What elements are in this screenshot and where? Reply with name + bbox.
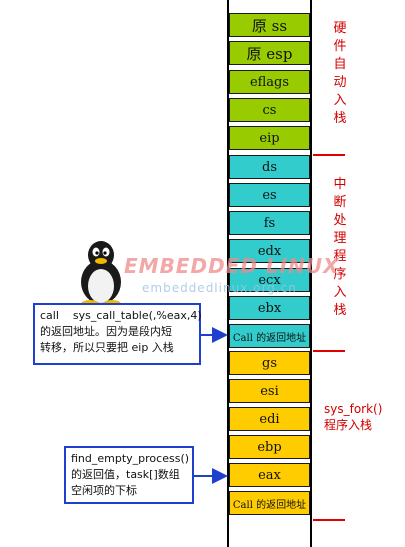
watermark-url: embeddedlinux.org.cn <box>142 281 297 295</box>
stack-cell-label: ecx <box>258 272 281 288</box>
stack-cell-17: Call 的返回地址 <box>229 491 310 515</box>
call-return-address-note: call sys_call_table(,%eax,4) 的返回地址。因为是段内… <box>33 303 202 365</box>
stack-cell-label: gs <box>262 355 277 371</box>
watermark-brand: EMBEDDED LINUX <box>124 254 340 278</box>
stack-cell-label: edi <box>259 411 280 427</box>
stack-cell-6: es <box>229 183 310 207</box>
stack-cell-label: fs <box>263 215 276 231</box>
stack-cell-14: edi <box>229 407 310 431</box>
hardware-section-divider <box>313 154 345 156</box>
stack-cell-12: gs <box>229 351 310 375</box>
stack-cell-label: 原 esp <box>246 44 293 63</box>
stack-cell-3: cs <box>229 98 310 122</box>
stack-cell-label: 原 ss <box>251 16 288 35</box>
interrupt-handler-push-label: 中断处理程序入栈 <box>333 177 347 318</box>
stack-cell-10: ebx <box>229 296 310 320</box>
find-empty-process-note: find_empty_process() 的返回值，task[]数组 空闲项的下… <box>64 446 194 504</box>
stack-cell-4: eip <box>229 126 310 150</box>
stack-cell-label: ebp <box>257 439 282 455</box>
stack-cell-5: ds <box>229 155 310 179</box>
stack-cell-label: cs <box>262 102 277 118</box>
stack-cell-label: Call 的返回地址 <box>232 332 307 344</box>
stack-cell-label: eip <box>259 130 280 146</box>
stack-cell-label: Call 的返回地址 <box>232 499 307 511</box>
interrupt-section-divider <box>313 350 345 352</box>
stack-cell-label: esi <box>260 383 279 399</box>
stack-cell-label: ds <box>262 159 277 175</box>
stack-cell-label: es <box>262 187 277 203</box>
stack-cell-15: ebp <box>229 435 310 459</box>
stack-cell-8: edx <box>229 239 310 263</box>
stack-cell-7: fs <box>229 211 310 235</box>
stack-cell-13: esi <box>229 379 310 403</box>
stack-cell-label: ebx <box>257 300 282 316</box>
stack-cell-1: 原 esp <box>229 41 310 65</box>
stack-cell-16: eax <box>229 463 310 487</box>
hardware-push-label: 硬件自动入栈 <box>333 21 347 126</box>
stack-cell-9: ecx <box>229 268 310 292</box>
sys-fork-push-label: sys_fork() 程序入栈 <box>324 402 383 432</box>
stack-cell-0: 原 ss <box>229 13 310 37</box>
stack-cell-label: eflags <box>249 74 290 90</box>
stack-cell-label: edx <box>257 243 282 259</box>
tux-penguin-logo <box>81 241 121 308</box>
sys-fork-section-divider <box>313 519 345 521</box>
stack-cell-label: eax <box>258 467 281 483</box>
stack-cell-11: Call 的返回地址 <box>229 324 310 348</box>
stack-cell-2: eflags <box>229 70 310 94</box>
